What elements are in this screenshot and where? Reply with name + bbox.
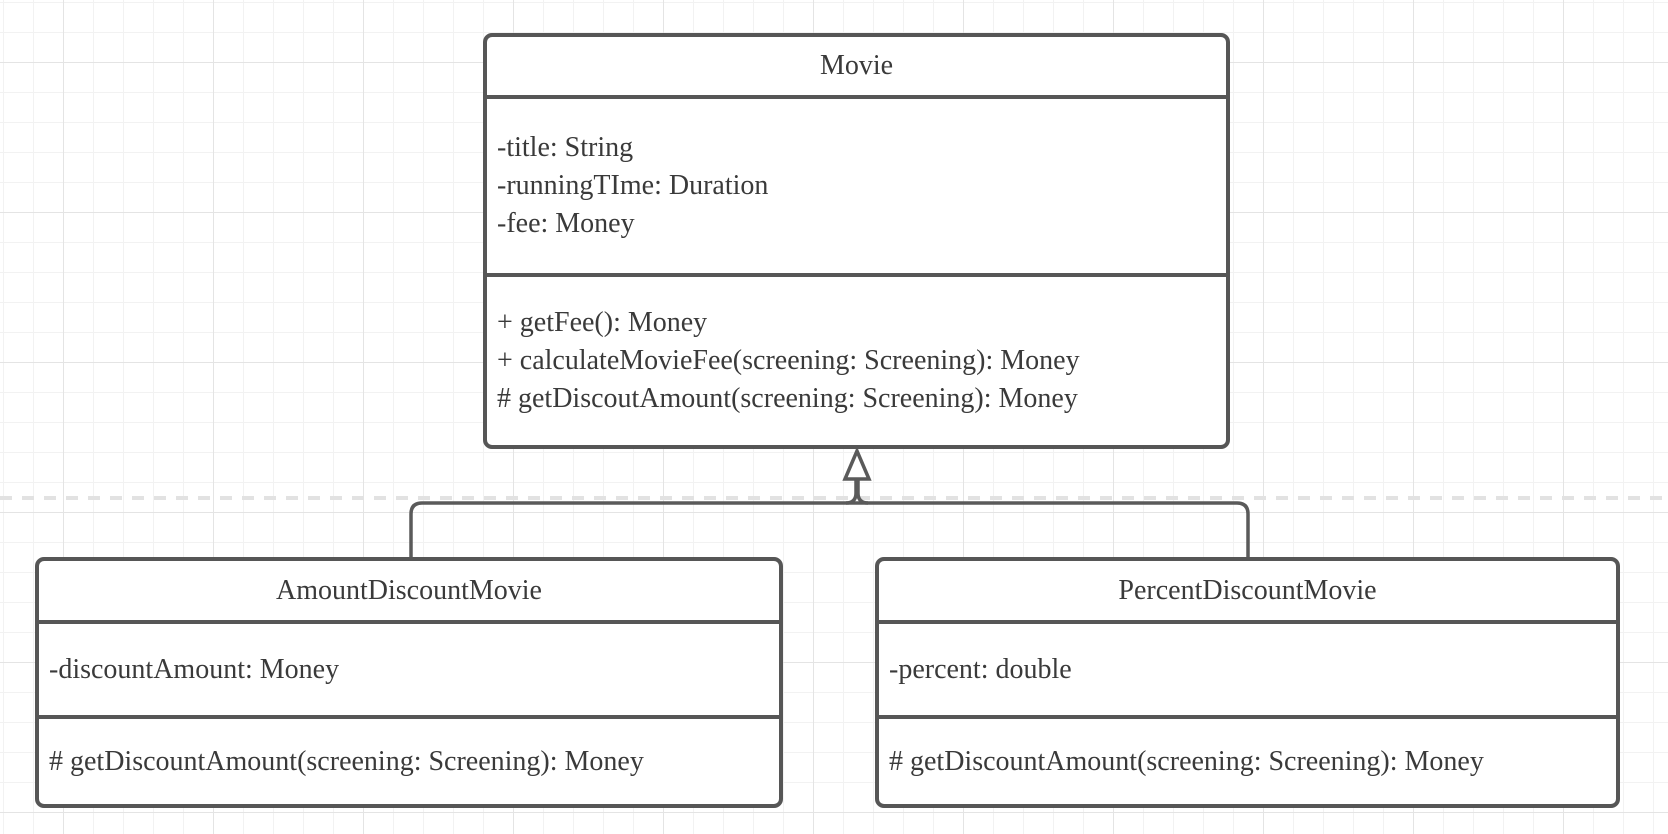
generalization-branch-line[interactable]: [409, 501, 1250, 558]
class-methods-section: # getDiscountAmount(screening: Screening…: [39, 715, 779, 804]
class-title: PercentDiscountMovie: [1118, 574, 1377, 606]
class-method: # getDiscountAmount(screening: Screening…: [49, 745, 644, 777]
class-attribute: -discountAmount: Money: [49, 653, 340, 685]
page-break-dashed-line: [0, 496, 1668, 500]
class-method: # getDiscountAmount(screening: Screening…: [889, 745, 1484, 777]
class-method: + calculateMovieFee(screening: Screening…: [497, 345, 1080, 376]
class-attributes-section: -percent: double: [879, 620, 1616, 715]
class-box-movie[interactable]: Movie -title: String -runningTIme: Durat…: [483, 33, 1230, 449]
class-method: # getDiscoutAmount(screening: Screening)…: [497, 383, 1078, 414]
class-box-percent-discount-movie[interactable]: PercentDiscountMovie -percent: double # …: [875, 557, 1620, 808]
inheritance-triangle-icon[interactable]: [842, 446, 872, 481]
generalization-trunk-line[interactable]: [845, 479, 869, 505]
class-method: + getFee(): Money: [497, 307, 708, 338]
class-methods-section: # getDiscountAmount(screening: Screening…: [879, 715, 1616, 804]
class-attributes-section: -title: String -runningTIme: Duration -f…: [487, 95, 1226, 273]
class-attribute: -percent: double: [889, 653, 1072, 685]
class-attributes-section: -discountAmount: Money: [39, 620, 779, 715]
class-box-amount-discount-movie[interactable]: AmountDiscountMovie -discountAmount: Mon…: [35, 557, 783, 808]
class-methods-section: + getFee(): Money + calculateMovieFee(sc…: [487, 273, 1226, 445]
class-attribute: -title: String: [497, 132, 634, 163]
class-title: Movie: [819, 50, 894, 81]
class-attribute: -runningTIme: Duration: [497, 170, 769, 201]
class-title: AmountDiscountMovie: [276, 574, 542, 606]
class-attribute: -fee: Money: [497, 208, 635, 239]
